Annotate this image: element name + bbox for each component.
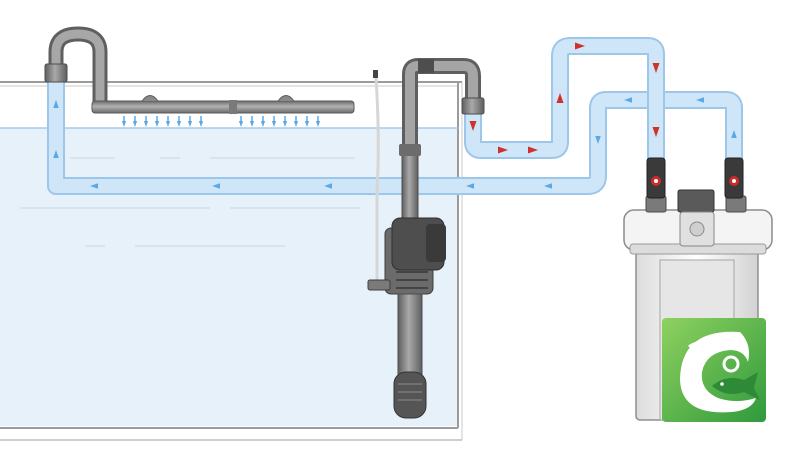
water-ripples (20, 157, 360, 247)
spray-arrow (282, 121, 288, 127)
intake-pipe-fitting (399, 144, 421, 156)
spray-arrow (304, 121, 310, 127)
spray-arrow (315, 121, 321, 127)
pump-ribs (396, 271, 428, 289)
brand-logo (662, 318, 766, 422)
spray-arrow (198, 121, 204, 127)
outlet-valve (724, 157, 744, 199)
spray-arrow (132, 121, 138, 127)
intake-flow-arrow (556, 93, 564, 103)
spray-arrow (238, 121, 244, 127)
spray-arrow (293, 121, 299, 127)
intake-pipe-coupler (461, 97, 485, 115)
spray-arrow (165, 121, 171, 127)
intake-flow-arrow (498, 146, 508, 154)
spray-arrow (249, 121, 255, 127)
canister-handle (677, 189, 715, 213)
return-flow-arrow (212, 183, 220, 189)
return-pipe-coupler (44, 63, 68, 83)
intake-flow-arrow (652, 127, 660, 137)
inlet-valve (646, 157, 666, 199)
intake-flow-arrow (575, 42, 585, 50)
air-line (373, 70, 380, 282)
intake-pipe-sleeve (418, 59, 434, 73)
spray-bar-clip-left (141, 95, 159, 102)
spray-arrow (143, 121, 149, 127)
return-flow-arrow (544, 183, 552, 189)
intake-pipe (399, 58, 485, 221)
intake-flow-arrow (528, 146, 538, 154)
spray-bar (91, 95, 355, 127)
spray-bar-joint (229, 100, 237, 114)
canister-prime-button (689, 221, 705, 237)
intake-strainer (393, 293, 427, 419)
return-flow-arrow (731, 130, 737, 138)
strainer-basket (393, 371, 427, 419)
fish-swirl-logo-icon (680, 331, 760, 413)
spray-arrow (187, 121, 193, 127)
strainer-slots (398, 383, 422, 401)
pump-cap (426, 224, 446, 262)
return-u-pipe (44, 26, 108, 106)
pump-outlet-nozzle (367, 279, 391, 291)
return-flow-arrow (696, 97, 704, 103)
spray-arrow (260, 121, 266, 127)
spray-arrow (271, 121, 277, 127)
return-tube (47, 73, 743, 195)
return-flow-arrow (324, 183, 332, 189)
spray-arrow (154, 121, 160, 127)
return-flow-arrow (53, 150, 59, 158)
spray-arrow (121, 121, 127, 127)
canister-connectors (645, 195, 747, 213)
intake-lower-pipe (401, 145, 419, 221)
return-flow-arrow (466, 183, 474, 189)
spray-bar-clip-right (277, 95, 295, 102)
intake-flow-arrow (652, 63, 660, 73)
spray-arrow (176, 121, 182, 127)
return-flow-arrow (624, 97, 632, 103)
spray-arrows (121, 116, 321, 127)
inline-pump (367, 217, 446, 295)
return-flow-arrow (90, 183, 98, 189)
return-flow-arrow (595, 136, 601, 144)
flow-arrows (53, 42, 737, 189)
intake-flow-arrow (469, 121, 477, 131)
return-flow-arrow (53, 100, 59, 108)
